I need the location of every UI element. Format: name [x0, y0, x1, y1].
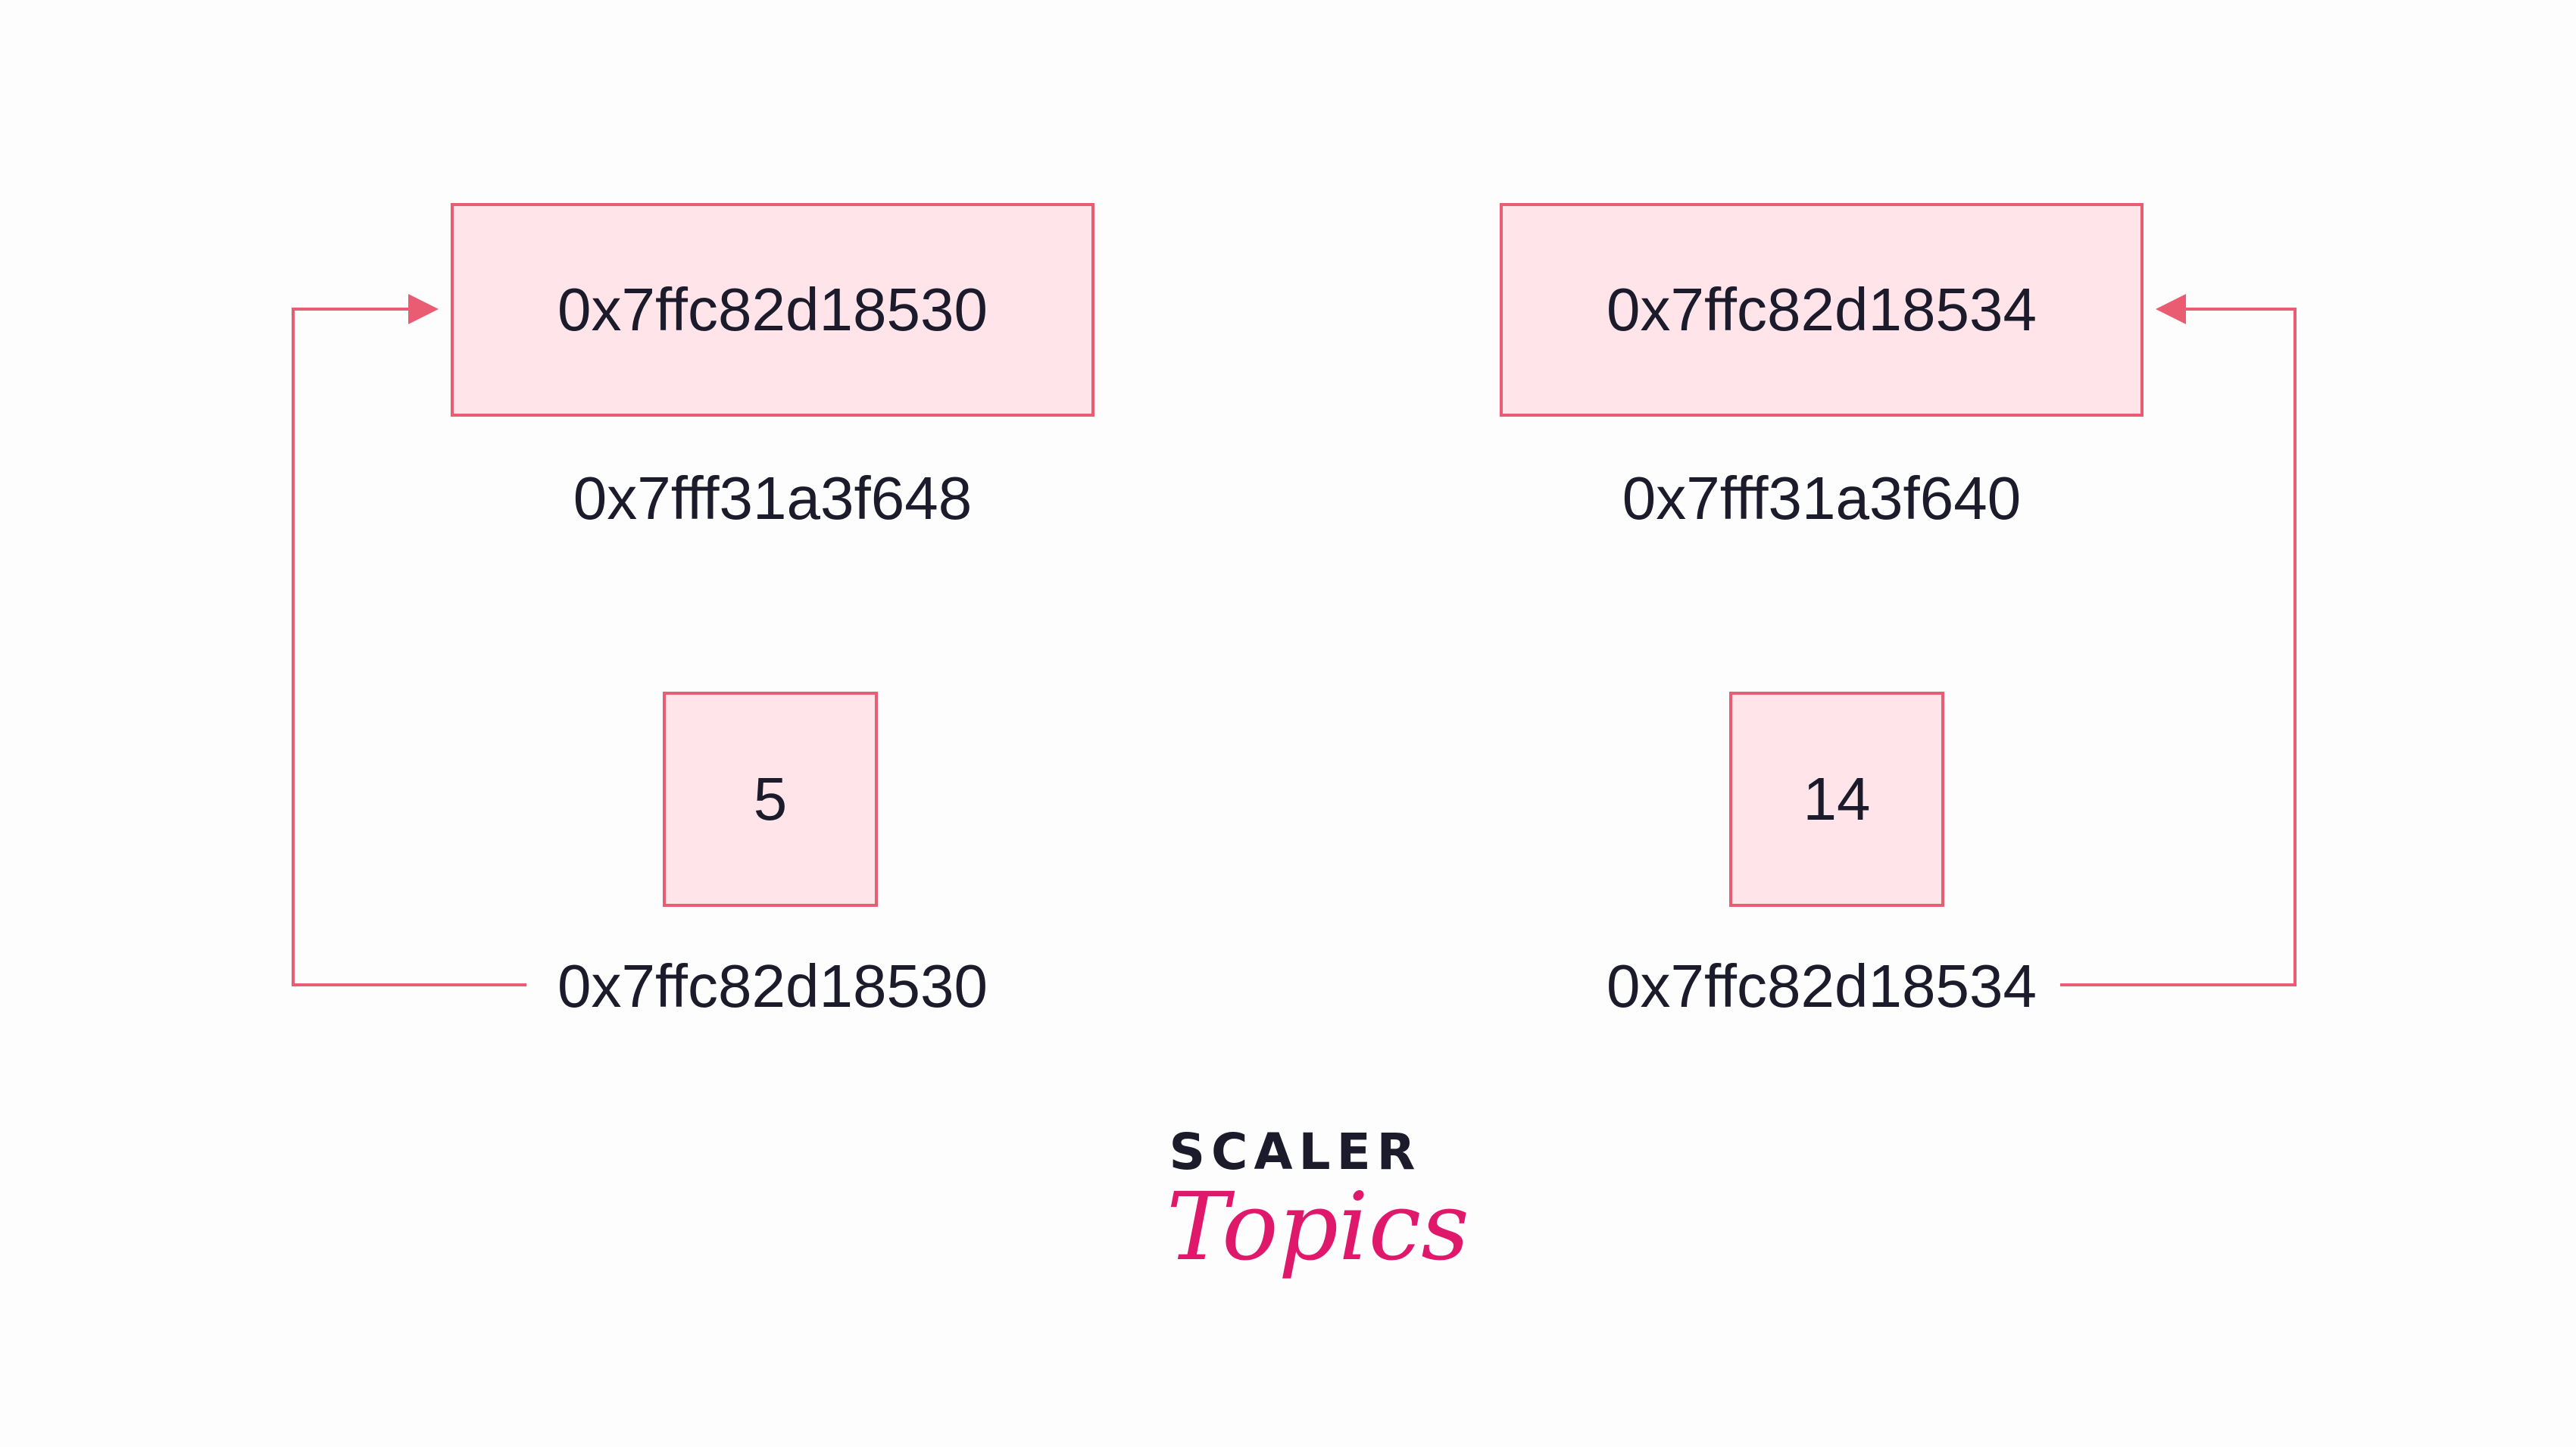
right-variable-value: 14	[1803, 765, 1871, 833]
right-reference-arrow	[2060, 294, 2297, 986]
left-variable-address: 0x7ffc82d18530	[557, 952, 988, 1020]
right-pointer-value: 0x7ffc82d18534	[1606, 276, 2037, 343]
right-pointer-address: 0x7fff31a3f640	[1622, 464, 2022, 532]
left-variable-value: 5	[753, 765, 788, 833]
logo-word-topics: Topics	[1166, 1173, 1469, 1282]
left-reference-arrow	[292, 294, 526, 986]
left-variable-box: 5	[663, 692, 878, 907]
scaler-topics-logo: SCALER Topics	[1166, 1123, 1469, 1324]
right-variable-address: 0x7ffc82d18534	[1606, 952, 2037, 1020]
right-pointer-box: 0x7ffc82d18534	[1500, 203, 2144, 417]
left-pointer-box: 0x7ffc82d18530	[451, 203, 1094, 417]
right-variable-box: 14	[1729, 692, 1944, 907]
logo-word-scaler: SCALER	[1169, 1123, 1422, 1181]
left-pointer-address: 0x7fff31a3f648	[573, 464, 973, 532]
left-pointer-value: 0x7ffc82d18530	[557, 276, 988, 343]
